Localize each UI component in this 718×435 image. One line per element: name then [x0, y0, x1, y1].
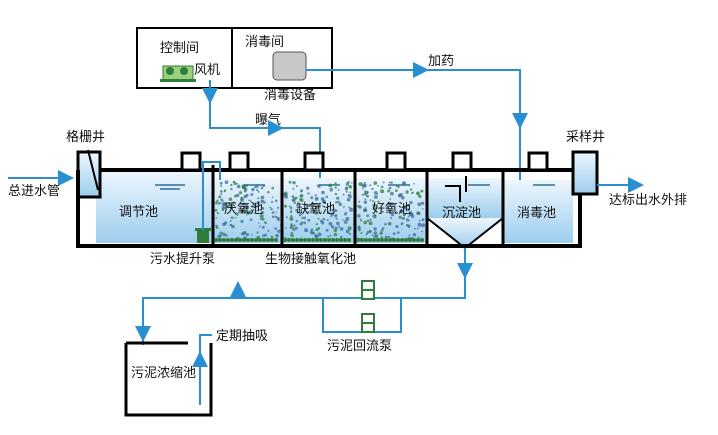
sludge-thickener-label: 污泥浓缩池 — [131, 366, 197, 381]
tank-water — [96, 170, 573, 248]
dosing-pipe — [306, 62, 528, 180]
sludge-return-pump-icon — [361, 280, 375, 333]
disinfection-equipment-label: 消毒设备 — [264, 88, 317, 103]
main-inlet-pipe-label: 总进水管 — [8, 184, 61, 199]
lift-pump-icon — [195, 228, 211, 243]
control-room-label: 控制间 — [160, 41, 200, 56]
sedimentation-baffle — [445, 176, 467, 202]
sampling-well-label: 采样井 — [566, 130, 606, 145]
sludge-thickener — [124, 341, 213, 417]
manholes — [180, 151, 549, 172]
sludge-return-pump-label: 污泥回流泵 — [327, 339, 393, 354]
aerobic-tank-label: 好氧池 — [372, 202, 412, 217]
biocontact-oxidation-label: 生物接触氧化池 — [265, 252, 357, 267]
discharge-label: 达标出水外排 — [609, 193, 688, 208]
process-pipes — [8, 161, 644, 405]
disinfection-room-label: 消毒间 — [245, 35, 285, 50]
grille-well — [76, 149, 102, 199]
bio-media — [214, 180, 426, 242]
lift-pump-label: 污水提升泵 — [150, 252, 216, 267]
aeration-label: 曝气 — [255, 113, 282, 128]
tank-dividers — [211, 165, 505, 246]
tank-walls — [76, 168, 582, 248]
periodic-suction-label: 定期抽吸 — [216, 329, 269, 344]
grille-well-label: 格栅井 — [66, 130, 106, 145]
anaerobic-tank-label: 厌氧池 — [224, 202, 264, 217]
anoxic-tank-label: 缺氧池 — [296, 202, 336, 217]
dosing-label: 加药 — [428, 54, 455, 69]
sedimentation-tank-label: 沉淀池 — [442, 206, 482, 221]
disinfection-tank-label: 消毒池 — [517, 206, 557, 221]
equalization-tank-label: 调节池 — [119, 205, 159, 220]
blower-label: 风机 — [194, 63, 221, 78]
disinfection-equipment-icon — [272, 51, 307, 81]
sampling-well — [571, 150, 599, 196]
blower-icon — [160, 65, 196, 82]
